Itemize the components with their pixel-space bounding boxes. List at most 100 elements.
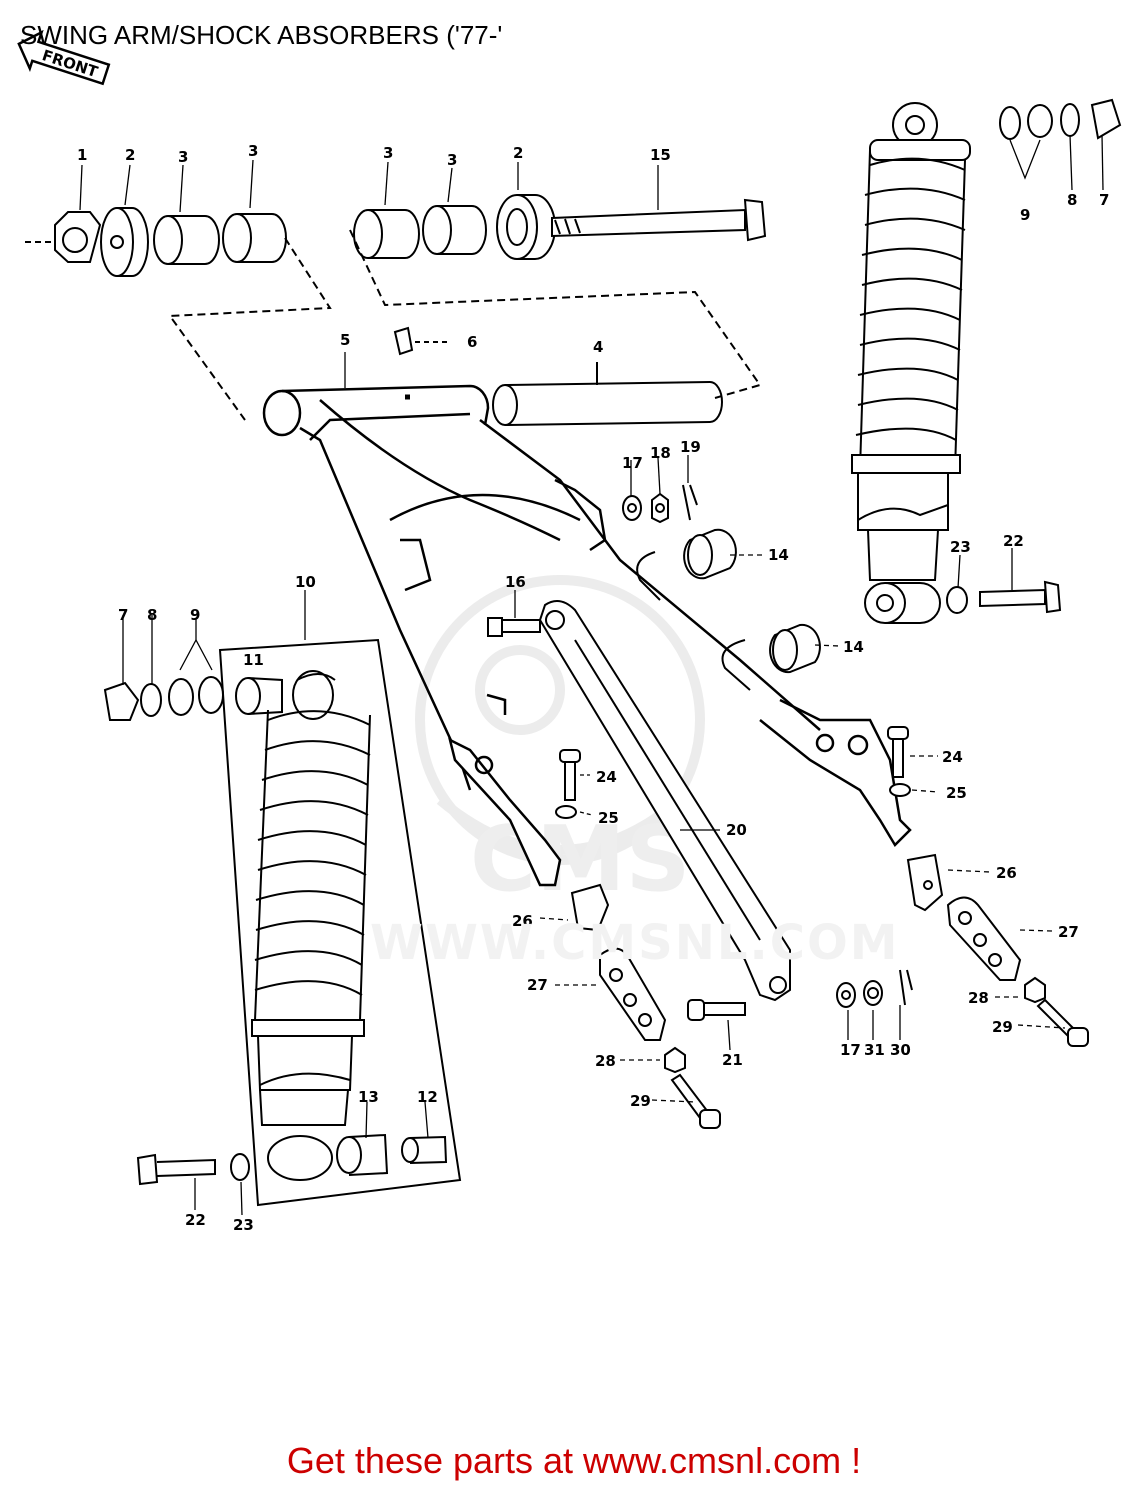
pivot-sleeve-4 [492,362,723,426]
bolt-22a [979,580,1062,614]
callout-17: 17 [622,454,643,472]
callout-numbers: 1 2 3 3 3 3 2 15 9 8 7 5 6 4 17 18 19 14… [77,142,1109,1234]
cap-nut-7b [103,681,140,721]
needle-bearing-3d [422,205,487,255]
washer-23b [230,1153,250,1181]
callout-18: 18 [650,444,671,462]
grease-nipple-6 [393,326,448,356]
front-arrow-badge: FRONT [17,30,111,86]
callout-22: 22 [1003,532,1024,550]
callout-24: 24 [942,748,963,766]
callout-15: 15 [650,146,671,164]
callout-29: 29 [992,1018,1013,1036]
callout-14: 14 [843,638,864,656]
bolt-16 [487,617,541,637]
washer-25b [889,783,911,797]
callout-27: 27 [1058,923,1079,941]
shock-left-box [218,638,462,1207]
bolt-22b [136,1153,216,1186]
callout-9: 9 [1020,206,1030,224]
callout-23: 23 [950,538,971,556]
pivot-left-leader [168,237,332,421]
needle-bearing-3a [153,215,220,265]
washer-8a [1060,103,1080,137]
bumper-14b [721,623,821,691]
callout-8: 8 [147,606,157,624]
callout-17: 17 [840,1041,861,1059]
leader-lines [79,134,1104,1216]
callout-7: 7 [118,606,128,624]
callout-4: 4 [593,338,603,356]
callout-25: 25 [946,784,967,802]
callout-23: 23 [233,1216,254,1234]
torque-link-20 [538,600,791,1002]
needle-bearing-3c [353,209,420,259]
callout-3: 3 [248,142,258,160]
callout-2: 2 [125,146,135,164]
pivot-right-leader [349,229,762,399]
bolt-29b [1036,998,1089,1047]
collar-2b [496,194,556,260]
callout-12: 12 [417,1088,438,1106]
callout-8: 8 [1067,191,1077,209]
washer-23a [946,586,968,614]
washers-9a [999,104,1053,140]
callout-24: 24 [596,768,617,786]
callout-28: 28 [968,989,989,1007]
needle-bearing-3b [222,213,287,263]
nut-17a [622,495,642,521]
callout-26: 26 [512,912,533,930]
watermark-text: WWW.CMSNL.COM [370,915,900,971]
bolt-24b [887,726,909,778]
swing-arm-5 [262,384,912,887]
washer-25a [555,805,577,819]
bolt-24a [559,749,581,801]
callout-6: 6 [467,333,477,351]
callout-5: 5 [340,331,350,349]
callout-19: 19 [680,438,701,456]
bolt-21 [687,999,746,1021]
chain-adjuster-27b [946,896,1022,981]
diagram-title: SWING ARM/SHOCK ABSORBERS ('77-' [20,20,503,50]
callout-2: 2 [513,144,523,162]
nut-28a [664,1046,686,1074]
shock-absorber-left [251,670,371,1181]
callout-9: 9 [190,606,200,624]
callout-3: 3 [383,144,393,162]
callout-28: 28 [595,1052,616,1070]
callout-20: 20 [726,821,747,839]
washers-9b [168,676,224,716]
callout-31: 31 [864,1041,885,1059]
footer-link-text[interactable]: Get these parts at www.cmsnl.com ! [286,1440,862,1481]
nut-17b [836,982,856,1008]
callout-1: 1 [77,146,87,164]
pivot-bolt-15 [551,198,767,242]
cotter-pin-19 [682,484,698,521]
callout-29: 29 [630,1092,651,1110]
callout-22: 22 [185,1211,206,1229]
collar-12 [401,1135,448,1164]
callout-3: 3 [447,151,457,169]
callout-25: 25 [598,809,619,827]
callout-10: 10 [295,573,316,591]
callout-3: 3 [178,148,188,166]
callout-21: 21 [722,1051,743,1069]
pivot-nut-1 [25,211,102,263]
callout-14: 14 [768,546,789,564]
bolt-29a [670,1073,721,1129]
nut-18 [651,492,669,524]
callout-27: 27 [527,976,548,994]
callout-7: 7 [1099,191,1109,209]
shock-absorber-right [851,102,971,624]
callout-16: 16 [505,573,526,591]
collar-11 [235,677,283,715]
callout-26: 26 [996,864,1017,882]
bumper-14a [636,528,737,601]
plate-26b [906,853,944,912]
cap-nut-7a [1090,98,1122,140]
plate-26a [570,883,610,932]
nut-28b [1024,976,1046,1004]
collar-2 [100,207,149,277]
callout-30: 30 [890,1041,911,1059]
